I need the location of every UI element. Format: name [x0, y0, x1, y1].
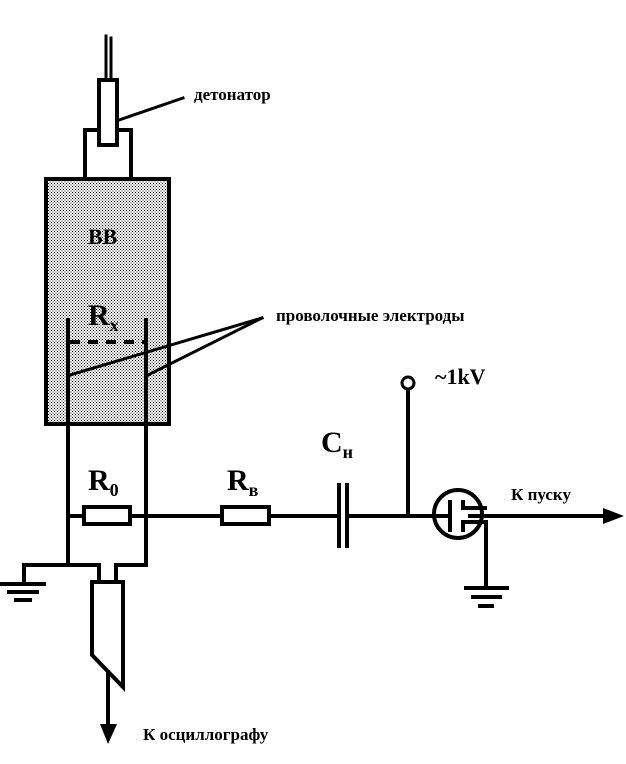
voltage-label: ~1kV — [435, 364, 486, 389]
electrode-pointers — [68, 315, 265, 378]
arrow-to-oscilloscope — [100, 724, 117, 744]
detonator-holder — [83, 128, 133, 180]
ballast-resistor-rb — [220, 505, 271, 526]
hv-terminal — [400, 375, 416, 391]
spark-gap-trigger — [432, 488, 487, 540]
to-oscilloscope-label: К осциллографу — [143, 725, 269, 744]
electrodes-label: проволочные электроды — [276, 306, 465, 325]
shunt-resistor-r0 — [82, 505, 132, 526]
detonator — [97, 78, 119, 147]
detonator-pointer — [117, 96, 185, 122]
explosive-label: ВВ — [88, 224, 118, 249]
arrow-to-trigger — [603, 508, 624, 524]
detonator-label: детонатор — [194, 85, 271, 104]
rx-label: Rx — [88, 299, 119, 335]
rb-label: Rв — [227, 464, 259, 500]
r0-label: R0 — [88, 464, 119, 500]
detonator-leads — [104, 34, 113, 82]
coax-connector — [90, 580, 125, 692]
ground-right-icon — [464, 586, 509, 608]
wire-left-ground — [22, 563, 101, 586]
cn-label: Cн — [321, 426, 353, 462]
to-trigger-label: К пуску — [511, 485, 571, 504]
wire-right-coax — [114, 563, 148, 582]
ground-left-icon — [0, 582, 46, 602]
